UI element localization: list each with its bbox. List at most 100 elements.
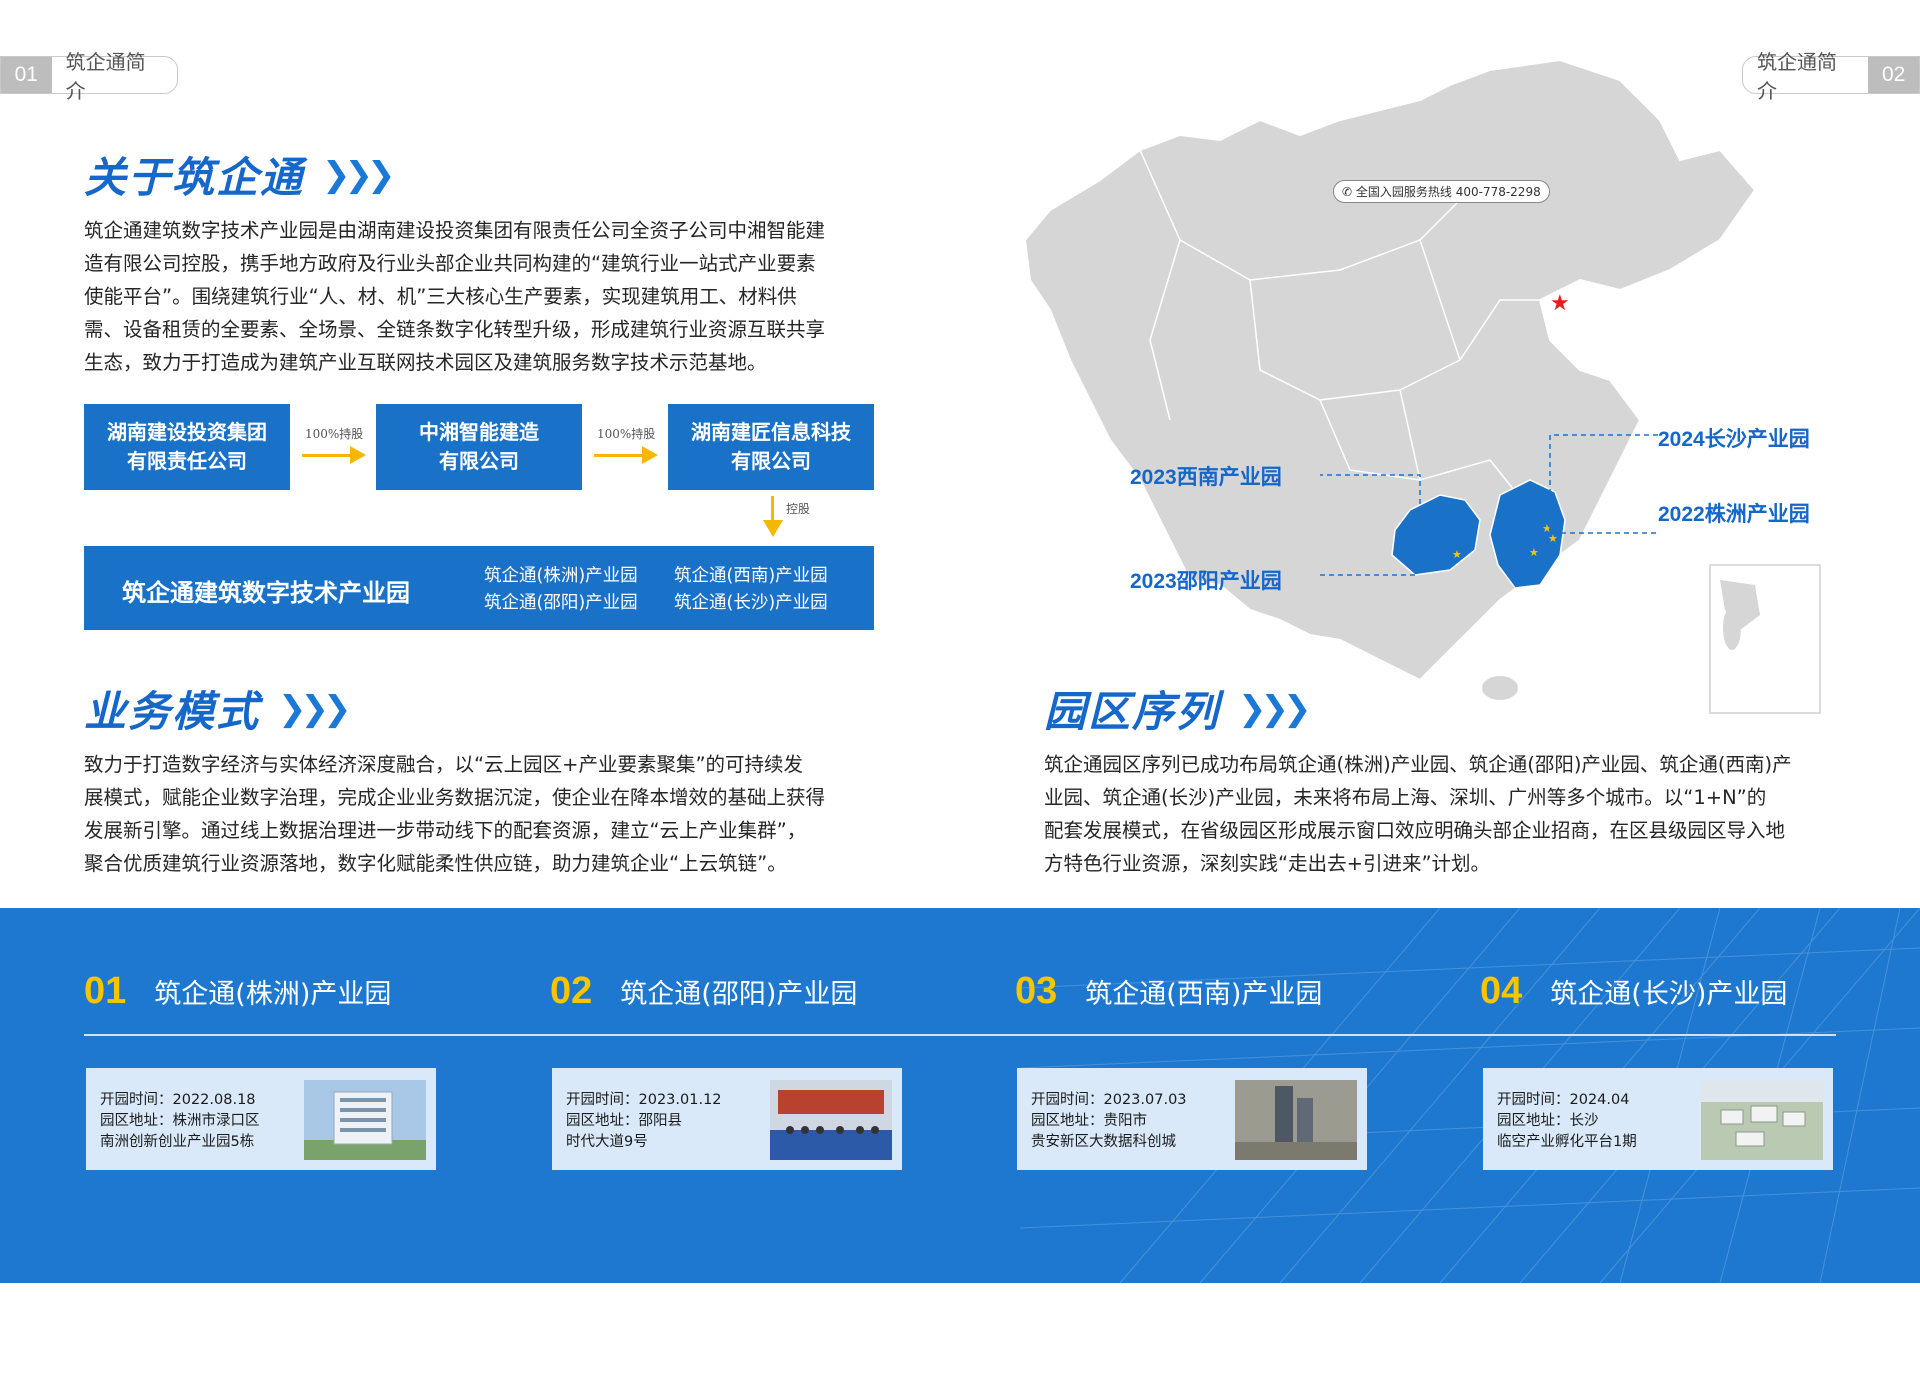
park-address-detail: 临空产业孵化平台1期	[1497, 1134, 1637, 1150]
park-photo-towers	[1235, 1080, 1357, 1160]
park-sub-zhuzhou: 筑企通(株洲)产业园	[484, 566, 638, 586]
org-box-hunan-construction: 湖南建设投资集团 有限责任公司	[84, 404, 290, 490]
series-line: 业园、筑企通(长沙)产业园，未来将布局上海、深圳、广州等多个城市。以“1+N”的	[1044, 786, 1767, 809]
park-card-info: 开园时间：2024.04 园区地址：长沙 临空产业孵化平台1期	[1497, 1090, 1637, 1153]
org-box-zhongxiang: 中湘智能建造 有限公司	[376, 404, 582, 490]
hunan-province	[1489, 479, 1566, 589]
arrow-line	[771, 496, 774, 522]
park-address-detail: 时代大道9号	[566, 1134, 648, 1150]
page-tab-right: 筑企通简介 02	[1742, 50, 1920, 103]
about-title: 关于筑企通 ❯❯❯	[84, 144, 396, 205]
park-card-shaoyang: 开园时间：2023.01.12 园区地址：邵阳县 时代大道9号	[552, 1068, 902, 1170]
map-label-changsha: 2024长沙产业园	[1658, 428, 1810, 451]
org-box-line: 有限责任公司	[127, 449, 247, 473]
business-paragraph: 致力于打造数字经济与实体经济深度融合，以“云上园区+产业要素聚集”的可持续发 展…	[84, 748, 884, 880]
arrow-label: 100%持股	[597, 427, 656, 441]
park-photo-ceremony	[770, 1080, 892, 1160]
series-line: 方特色行业资源，深刻实践“走出去+引进来”计划。	[1044, 852, 1491, 875]
park-sub-changsha: 筑企通(长沙)产业园	[674, 593, 828, 613]
about-line: 需、设备租赁的全要素、全场景、全链条数字化转型升级，形成建筑行业资源互联共享	[84, 318, 826, 341]
business-title: 业务模式 ❯❯❯	[84, 678, 352, 739]
park-open-date: 开园时间：2022.08.18	[100, 1092, 256, 1108]
taiwan-island	[1723, 606, 1741, 650]
park-open-date: 开园时间：2024.04	[1497, 1092, 1630, 1108]
series-line: 筑企通园区序列已成功布局筑企通(株洲)产业园、筑企通(邵阳)产业园、筑企通(西南…	[1044, 753, 1792, 776]
park-heading-4: 04 筑企通(长沙)产业园	[1480, 970, 1787, 1013]
arrow-label: 100%持股	[305, 427, 364, 441]
capital-star-icon: ★	[1550, 291, 1570, 316]
park-star-icon: ★	[1529, 546, 1539, 559]
org-box-line: 中湘智能建造	[419, 420, 539, 444]
phone-icon: ✆	[1342, 185, 1353, 199]
park-star-icon: ★	[1542, 522, 1552, 535]
about-line: 使能平台”。围绕建筑行业“人、材、机”三大核心生产要素，实现建筑用工、材料供	[84, 285, 797, 308]
about-paragraph: 筑企通建筑数字技术产业园是由湖南建设投资集团有限责任公司全资子公司中湘智能建 造…	[84, 214, 884, 379]
page-number: 01	[1, 57, 52, 93]
park-card-zhuzhou: 开园时间：2022.08.18 园区地址：株洲市渌口区 南洲创新创业产业园5栋	[86, 1068, 436, 1170]
park-number: 03	[1015, 970, 1058, 1012]
park-star-icon: ★	[1452, 548, 1462, 561]
arrow-down-icon	[763, 520, 783, 537]
series-paragraph: 筑企通园区序列已成功布局筑企通(株洲)产业园、筑企通(邵阳)产业园、筑企通(西南…	[1044, 748, 1844, 880]
page-tab-left: 01 筑企通简介	[0, 50, 178, 103]
hainan-island	[1482, 676, 1518, 700]
arrow-line	[302, 454, 352, 457]
park-open-date: 开园时间：2023.07.03	[1031, 1092, 1187, 1108]
chevrons-icon: ❯❯❯	[322, 154, 396, 195]
about-title-text: 关于筑企通	[84, 153, 305, 202]
inset-coast	[1720, 580, 1760, 630]
park-card-info: 开园时间：2022.08.18 园区地址：株洲市渌口区 南洲创新创业产业园5栋	[100, 1090, 260, 1153]
about-line: 生态，致力于打造成为建筑产业互联网技术园区及建筑服务数字技术示范基地。	[84, 351, 767, 374]
park-heading-1: 01 筑企通(株洲)产业园	[84, 970, 391, 1013]
park-address: 园区地址：邵阳县	[566, 1113, 682, 1129]
hotline-text: 全国入园服务热线 400-778-2298	[1355, 185, 1541, 199]
china-map: ★ ★ ★ ★ ★	[1023, 58, 1821, 714]
page-section-label: 筑企通简介	[65, 50, 146, 103]
arrow-line	[594, 454, 644, 457]
series-title: 园区序列 ❯❯❯	[1044, 678, 1312, 739]
about-line: 筑企通建筑数字技术产业园是由湖南建设投资集团有限责任公司全资子公司中湘智能建	[84, 219, 826, 242]
park-open-date: 开园时间：2023.01.12	[566, 1092, 722, 1108]
series-line: 配套发展模式，在省级园区形成展示窗口效应明确头部企业招商，在区县级园区导入地	[1044, 819, 1786, 842]
business-line: 展模式，赋能企业数字治理，完成企业业务数据沉淀，使企业在降本增效的基础上获得	[84, 786, 826, 809]
park-sub-xinan: 筑企通(西南)产业园	[674, 566, 828, 586]
park-number: 02	[550, 970, 593, 1012]
park-address: 园区地址：长沙	[1497, 1113, 1599, 1129]
chevrons-icon: ❯❯❯	[1238, 688, 1312, 729]
series-title-text: 园区序列	[1044, 687, 1221, 736]
park-heading-2: 02 筑企通(邵阳)产业园	[550, 970, 857, 1013]
org-box-line: 湖南建设投资集团	[107, 420, 267, 444]
park-name: 筑企通(西南)产业园	[1085, 979, 1323, 1010]
page-section-label: 筑企通简介	[1757, 50, 1837, 103]
org-box-line: 有限公司	[731, 449, 811, 473]
business-title-text: 业务模式	[84, 687, 261, 736]
park-number: 01	[84, 970, 127, 1012]
service-hotline: ✆ 全国入园服务热线 400-778-2298	[1333, 180, 1550, 203]
org-box-line: 有限公司	[439, 449, 519, 473]
park-star-icon: ★	[1548, 532, 1558, 545]
park-name: 筑企通(邵阳)产业园	[620, 979, 858, 1010]
map-label-xinan: 2023西南产业园	[1130, 466, 1282, 489]
band-divider	[84, 1034, 1836, 1036]
park-card-xinan: 开园时间：2023.07.03 园区地址：贵阳市 贵安新区大数据科创城	[1017, 1068, 1367, 1170]
arrow-label: 控股	[786, 502, 811, 516]
park-main-title: 筑企通建筑数字技术产业园	[122, 579, 410, 607]
arrow-right-icon	[350, 446, 366, 464]
guizhou-province	[1391, 494, 1481, 576]
park-number: 04	[1480, 970, 1523, 1012]
park-name: 筑企通(长沙)产业园	[1550, 979, 1788, 1010]
page-number: 02	[1868, 57, 1919, 93]
park-card-changsha: 开园时间：2024.04 园区地址：长沙 临空产业孵化平台1期	[1483, 1068, 1833, 1170]
park-summary-bar: 筑企通建筑数字技术产业园 筑企通(株洲)产业园 筑企通(西南)产业园 筑企通(邵…	[84, 546, 874, 630]
map-label-zhuzhou: 2022株洲产业园	[1658, 503, 1810, 526]
arrow-right-icon	[642, 446, 658, 464]
park-address-detail: 贵安新区大数据科创城	[1031, 1134, 1176, 1150]
about-line: 造有限公司控股，携手地方政府及行业头部企业共同构建的“建筑行业一站式产业要素	[84, 252, 816, 275]
org-box-jianjiang: 湖南建匠信息科技 有限公司	[668, 404, 874, 490]
park-card-info: 开园时间：2023.01.12 园区地址：邵阳县 时代大道9号	[566, 1090, 722, 1153]
park-address: 园区地址：株洲市渌口区	[100, 1113, 260, 1129]
business-line: 发展新引擎。通过线上数据治理进一步带动线下的配套资源，建立“云上产业集群”，	[84, 819, 807, 842]
business-line: 聚合优质建筑行业资源落地，数字化赋能柔性供应链，助力建筑企业“上云筑链”。	[84, 852, 787, 875]
park-photo-building	[304, 1080, 426, 1160]
park-card-info: 开园时间：2023.07.03 园区地址：贵阳市 贵安新区大数据科创城	[1031, 1090, 1187, 1153]
